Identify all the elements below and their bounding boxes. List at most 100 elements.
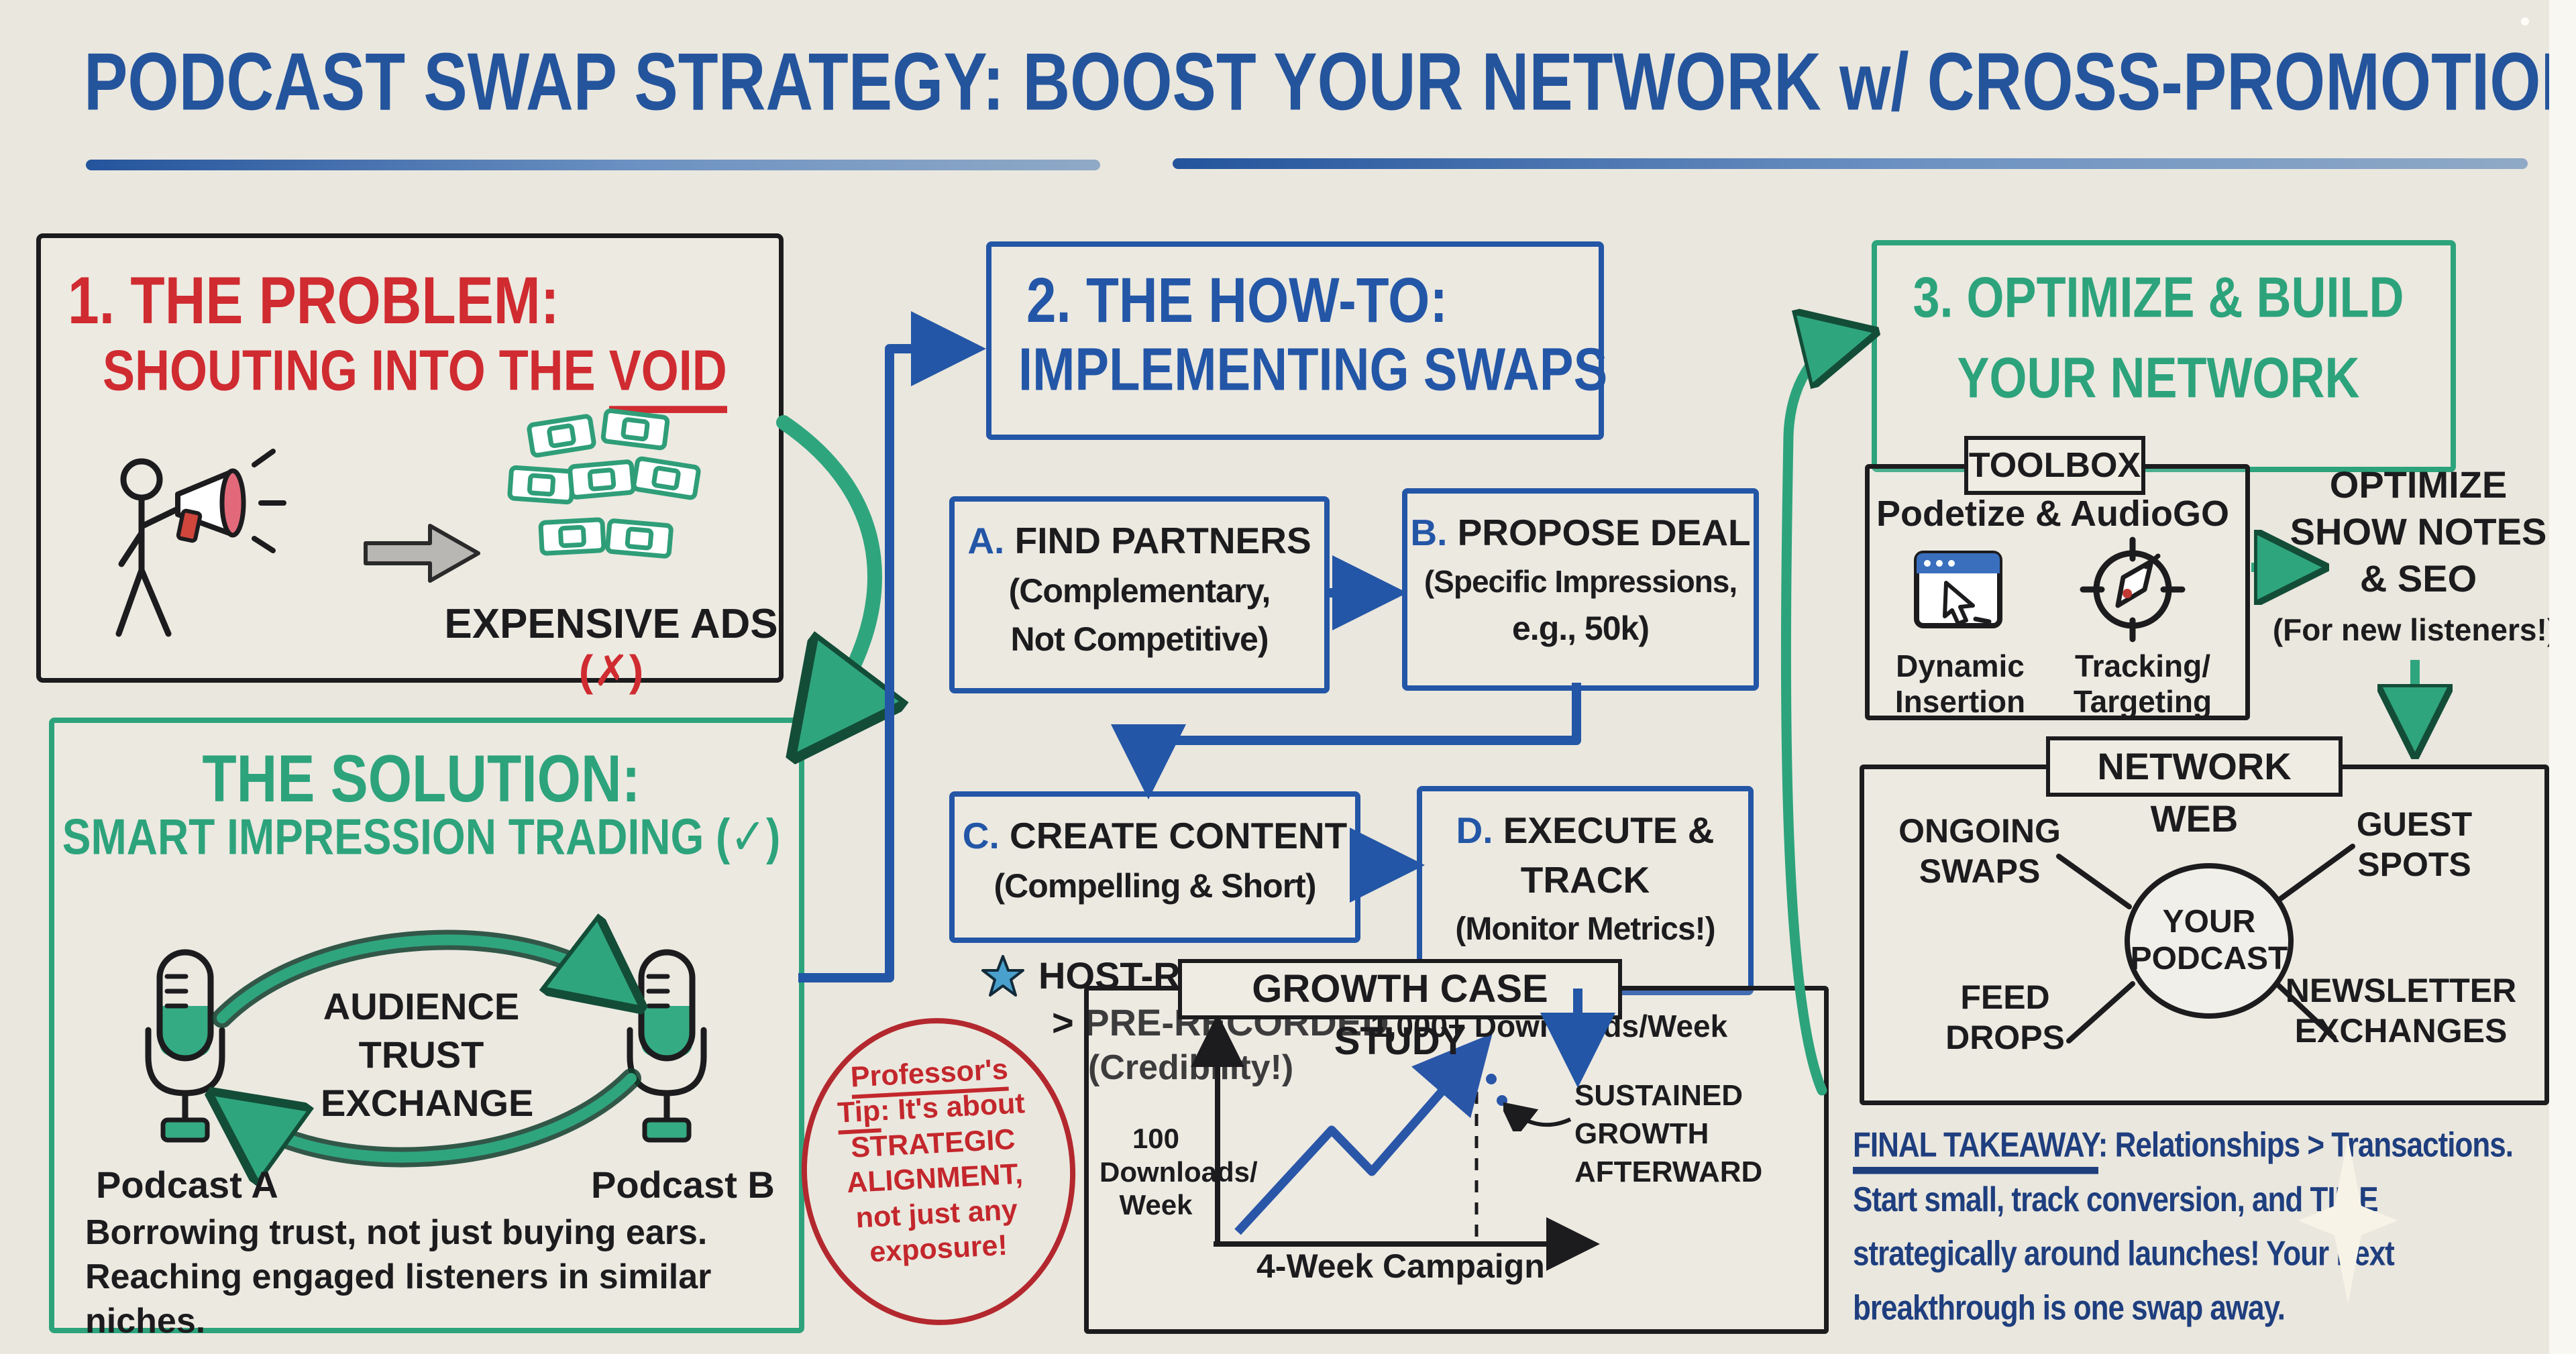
cash-stacks-icon [507, 408, 701, 559]
exchange-label-1: AUDIENCE [323, 985, 520, 1027]
seo-line-1: OPTIMIZE [2329, 463, 2508, 506]
step-a-letter: A. [967, 520, 1005, 561]
seo-sub: (For new listeners!) [2272, 612, 2558, 647]
arrow-right-icon [364, 524, 480, 583]
problem-heading-2: SHOUTING INTO THE [103, 339, 609, 403]
step-a-title: FIND PARTNERS [1004, 520, 1311, 561]
title-underline-left [86, 160, 1100, 170]
step-b-sub2: e.g., 50k) [1512, 610, 1650, 647]
toolbox-subtitle: Podetize & AudioGO [1876, 494, 2229, 534]
annotation-2: GROWTH [1574, 1117, 1709, 1151]
toolbox-section: Podetize & AudioGO Dynamic Insertion Tra… [1865, 464, 2250, 720]
solution-section: THE SOLUTION: SMART IMPRESSION TRADING (… [49, 718, 804, 1341]
takeaway-line-2: Start small, track conversion, and TIME [1853, 1180, 2379, 1219]
title-underline-right [1173, 158, 2528, 169]
annotation-arrow-icon [1503, 1101, 1572, 1131]
y-axis-label-2: Downloads/ [1099, 1155, 1258, 1188]
solution-heading-1: THE SOLUTION: [202, 741, 641, 816]
y-axis-label-1: 100 [1132, 1123, 1180, 1154]
connector-solution-to-howto [798, 311, 986, 982]
growth-line-chart [1191, 1013, 1600, 1271]
howto-heading-1: 2. THE HOW-TO: [1026, 265, 1448, 336]
step-c-letter: C. [962, 815, 1000, 856]
solution-body-2: Reaching engaged listeners in similar [85, 1257, 712, 1296]
your-podcast-node: YOUR PODCAST [2125, 863, 2294, 1019]
network-spokes [2056, 844, 2355, 1043]
board-edge [2549, 0, 2576, 1354]
node-newsletter-1: NEWSLETTER [2285, 972, 2517, 1009]
howto-heading-2: IMPLEMENTING SWAPS [1018, 336, 1608, 404]
toolbox-item1-label-1: Dynamic [1896, 648, 2025, 683]
toolbox-item1-label-2: Insertion [1894, 683, 2026, 719]
connector-case-to-optimize [1780, 338, 1850, 1096]
takeaway-rest: : Relationships > Transactions. [2098, 1125, 2514, 1165]
network-web-label: NETWORK WEB [2046, 736, 2343, 840]
your-podcast-line-2: PODCAST [2130, 941, 2288, 977]
step-d-letter: D. [1456, 809, 1493, 851]
step-a-sub1: (Complementary, [1008, 572, 1271, 610]
node-feed-drops-1: FEED [1960, 978, 2050, 1016]
case-study-section: 1,000+ Downloads/Week 100 Downloads/ Wee… [1084, 986, 1829, 1334]
step-b-title: PROPOSE DEAL [1447, 512, 1751, 553]
step-b-propose-deal: B. PROPOSE DEAL (Specific Impressions, e… [1402, 488, 1759, 691]
x-axis-label: 4-Week Campaign [1256, 1247, 1545, 1285]
exchange-label-3: EXCHANGE [321, 1082, 534, 1124]
step-d-sub1: (Monitor Metrics!) [1455, 911, 1715, 947]
page-title: PODCAST SWAP STRATEGY: BOOST YOUR NETWOR… [84, 36, 2576, 127]
node-ongoing-swaps-1: ONGOING [1898, 812, 2061, 850]
problem-heading-1: 1. THE PROBLEM: [68, 263, 559, 338]
solution-body-1: Borrowing trust, not just buying ears. [85, 1213, 708, 1252]
case-study-title: GROWTH CASE STUDY [1178, 959, 1622, 1063]
expensive-ads-cross: (✗) [578, 646, 644, 695]
browser-cursor-icon [1914, 551, 2002, 628]
tip-line2-rest: : It's about [879, 1087, 1026, 1127]
spark-dot [2521, 17, 2529, 25]
step-c-create-content: C. CREATE CONTENT (Compelling & Short) [949, 791, 1360, 943]
solution-heading-2: SMART IMPRESSION TRADING (✓) [62, 808, 781, 866]
solution-body-3: niches. [85, 1302, 206, 1341]
podcast-a-label: Podcast A [96, 1164, 278, 1206]
your-podcast-line-1: YOUR [2162, 904, 2256, 940]
takeaway-line-4: breakthrough is one swap away. [1853, 1288, 2286, 1328]
seo-line-2: SHOW NOTES [2290, 510, 2547, 553]
professors-tip-bubble: Professor's Tip: It's about STRATEGIC AL… [794, 1011, 1083, 1333]
takeaway-label: FINAL TAKEAWAY [1853, 1125, 2099, 1174]
toolbox-item2-label-2: Targeting [2073, 683, 2212, 719]
star-icon [981, 955, 1024, 997]
step-d-title2: TRACK [1520, 859, 1650, 901]
step-a-find-partners: A. FIND PARTNERS (Complementary, Not Com… [949, 496, 1330, 693]
step-d-title: EXECUTE & [1493, 809, 1715, 851]
node-newsletter-2: EXCHANGES [2294, 1012, 2508, 1050]
step-b-sub1: (Specific Impressions, [1424, 564, 1737, 599]
swap-arrows-icon [202, 911, 658, 1192]
person-shouting-megaphone-icon [115, 449, 286, 637]
optimize-section-header: 3. OPTIMIZE & BUILD YOUR NETWORK [1872, 240, 2456, 472]
annotation-1: SUSTAINED [1574, 1079, 1743, 1112]
exchange-label-2: TRUST [358, 1033, 484, 1076]
node-feed-drops-2: DROPS [1945, 1019, 2065, 1056]
y-axis-label-3: Week [1119, 1189, 1193, 1221]
node-ongoing-swaps-2: SWAPS [1919, 852, 2041, 890]
step-b-letter: B. [1410, 512, 1448, 553]
step-c-title: CREATE CONTENT [999, 815, 1348, 856]
microphone-a-icon [145, 949, 225, 1143]
optimize-heading-1: 3. OPTIMIZE & BUILD [1913, 266, 2404, 330]
step-a-sub2: Not Competitive) [1010, 620, 1269, 658]
takeaway-line-3: strategically around launches! Your next [1853, 1234, 2395, 1274]
connector-problem-to-solution [776, 415, 875, 726]
sparkle-icon [2298, 1137, 2398, 1304]
optimize-heading-2: YOUR NETWORK [1957, 347, 2360, 410]
annotation-3: AFTERWARD [1574, 1155, 1763, 1189]
howto-section-header: 2. THE HOW-TO: IMPLEMENTING SWAPS [986, 241, 1608, 440]
network-web-section: YOUR PODCAST ONGOING SWAPS GUEST SPOTS F… [1860, 765, 2549, 1105]
toolbox-item2-label-1: Tracking/ [2075, 648, 2210, 683]
connector-b-to-c [1111, 683, 1581, 799]
problem-section: 1. THE PROBLEM: SHOUTING INTO THE VOID [36, 233, 784, 695]
target-tracking-icon [2080, 537, 2186, 642]
expensive-ads-caption: EXPENSIVE ADS [444, 601, 778, 647]
node-guest-spots-2: SPOTS [2357, 846, 2471, 883]
node-guest-spots-1: GUEST [2356, 805, 2473, 843]
step-c-sub1: (Compelling & Short) [994, 867, 1317, 905]
seo-line-3: & SEO [2359, 557, 2477, 600]
